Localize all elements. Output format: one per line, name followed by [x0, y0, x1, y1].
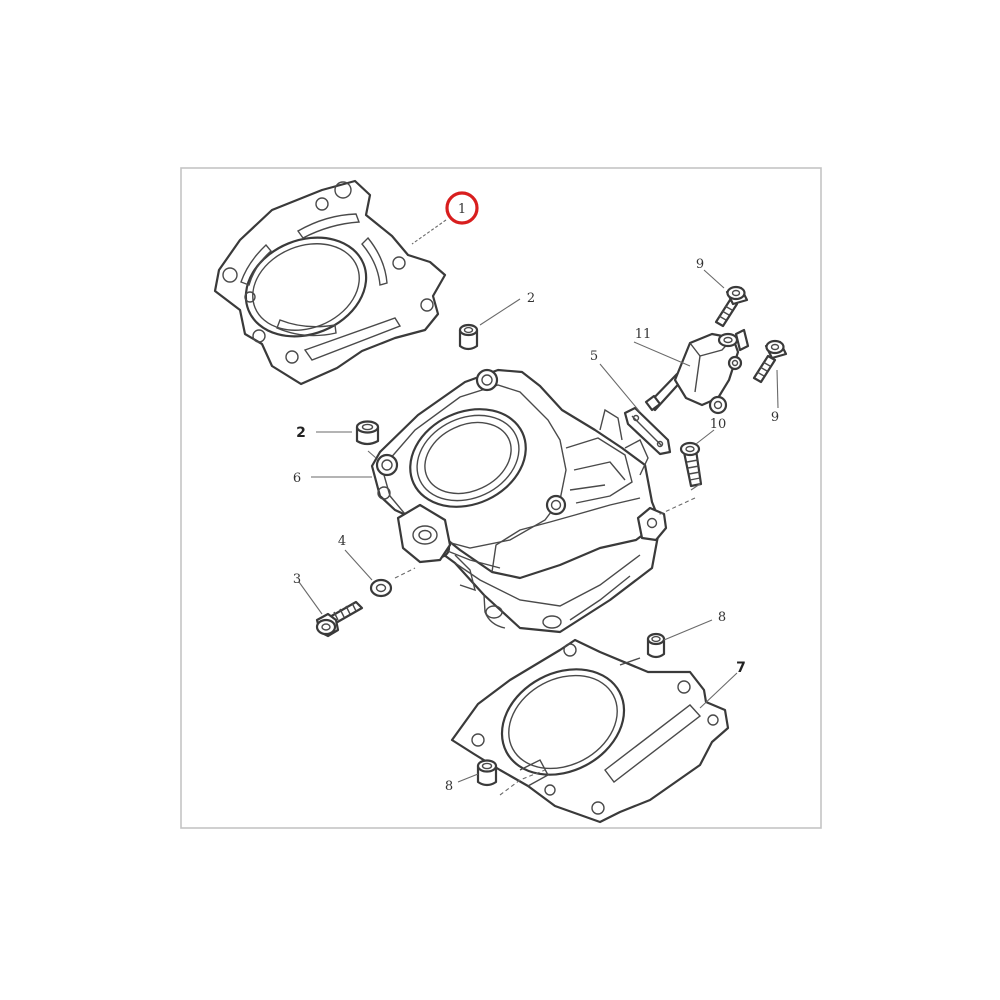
- cylinder-block[interactable]: [370, 368, 668, 634]
- callout-3: 3: [293, 572, 301, 587]
- cam-chain-tensioner[interactable]: [644, 328, 750, 415]
- flange-bolt[interactable]: [315, 600, 364, 638]
- dowel-pin-left[interactable]: [355, 420, 380, 446]
- callout-8-left: 8: [445, 779, 453, 794]
- callout-10: 10: [710, 417, 727, 432]
- tensioner-gasket[interactable]: [623, 406, 672, 456]
- callout-2-upper: 2: [527, 291, 535, 306]
- callout-9-top: 9: [696, 257, 704, 272]
- callout-8-right: 8: [718, 610, 726, 625]
- callout-4: 4: [338, 534, 346, 549]
- highlight-ring: [445, 191, 479, 225]
- base-dowel-left[interactable]: [476, 759, 498, 787]
- callout-9-right: 9: [771, 410, 779, 425]
- tensioner-bolt-top[interactable]: [714, 285, 749, 328]
- sealing-washer[interactable]: [369, 578, 393, 598]
- cylinder-bolt[interactable]: [679, 441, 703, 488]
- callout-7: 7: [736, 660, 746, 676]
- dowel-pin-upper[interactable]: [458, 323, 479, 351]
- callout-1: 1: [458, 202, 466, 217]
- base-dowel-right[interactable]: [646, 632, 666, 659]
- callout-2-left: 2: [296, 425, 306, 441]
- tensioner-bolt-right[interactable]: [752, 339, 788, 384]
- base-gasket[interactable]: [450, 638, 730, 824]
- head-gasket[interactable]: [213, 179, 447, 386]
- callout-11: 11: [635, 327, 652, 342]
- callout-5: 5: [590, 349, 598, 364]
- callout-6: 6: [293, 471, 301, 486]
- leader-lines: [298, 219, 779, 796]
